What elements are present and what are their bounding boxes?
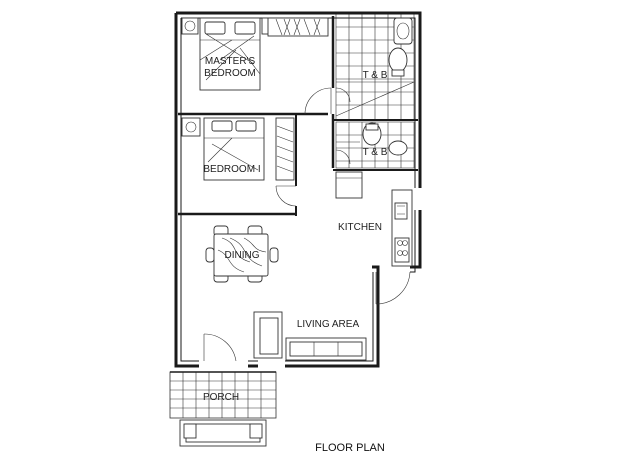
porch-tiles bbox=[169, 371, 277, 419]
master-bed bbox=[199, 17, 261, 91]
label-master-bedroom-line1: MASTER'S bbox=[205, 56, 256, 67]
label-living-area: LIVING AREA bbox=[297, 319, 360, 330]
label-tb-lower: T & B bbox=[363, 147, 388, 158]
porch-steps bbox=[179, 419, 267, 447]
bedroom1-nightstand bbox=[181, 117, 201, 137]
master-wardrobe bbox=[267, 17, 329, 37]
tb-lower-fixtures bbox=[336, 122, 408, 156]
doors bbox=[203, 87, 411, 362]
plan-title: FLOOR PLAN bbox=[315, 442, 385, 454]
exterior-walls bbox=[174, 11, 422, 368]
label-dining: DINING bbox=[225, 250, 260, 261]
sofa bbox=[285, 337, 367, 361]
bedroom1-closet bbox=[275, 117, 295, 181]
kitchen-counter bbox=[391, 189, 413, 267]
tb-upper-fixtures bbox=[335, 17, 415, 117]
label-kitchen: KITCHEN bbox=[338, 222, 382, 233]
label-tb-upper: T & B bbox=[363, 70, 388, 81]
label-master-bedroom-line2: BEDROOM bbox=[204, 68, 256, 79]
dining-set bbox=[205, 225, 279, 283]
armchair bbox=[253, 311, 283, 359]
interior-walls bbox=[178, 16, 418, 216]
label-porch: PORCH bbox=[203, 392, 239, 403]
bedroom1-bed bbox=[203, 117, 265, 181]
label-bedroom-1: BEDROOM I bbox=[203, 164, 260, 175]
refrigerator bbox=[335, 171, 363, 199]
